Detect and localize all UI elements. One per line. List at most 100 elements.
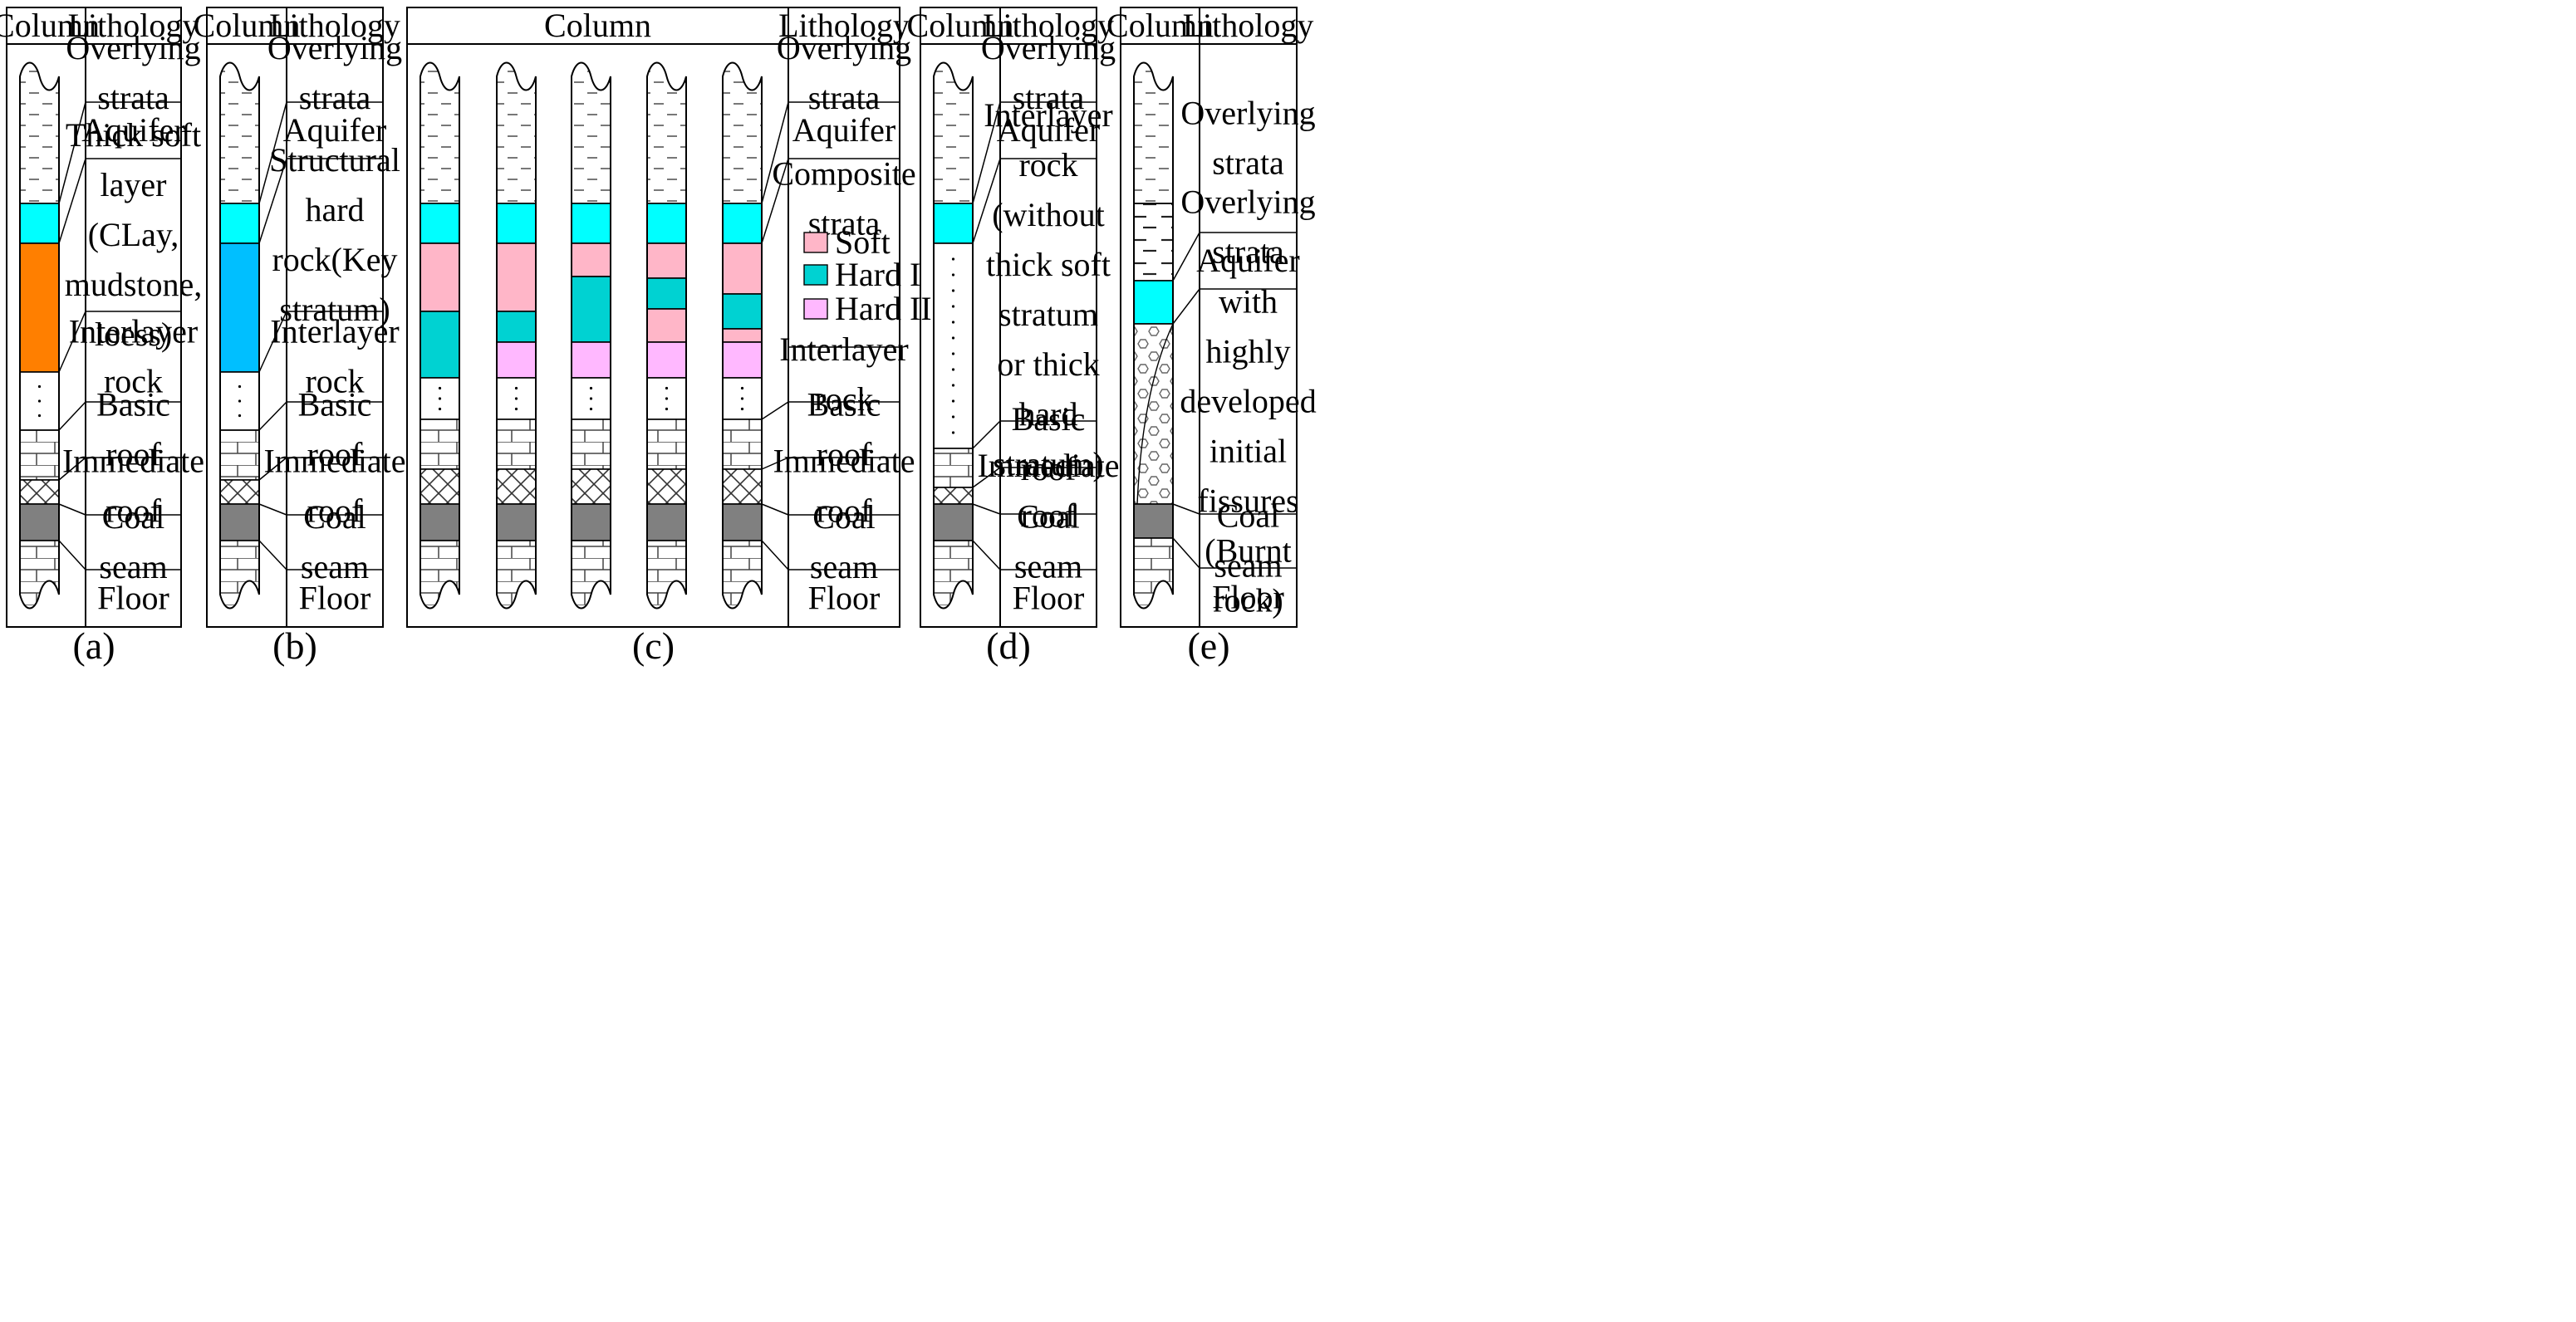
- lithology-label-line: fissures: [1197, 482, 1298, 520]
- lithology-label-line: Floor: [808, 580, 881, 617]
- lithology-label-line: Basic: [298, 386, 372, 424]
- layer-floor: [420, 540, 459, 609]
- dot-mark: [438, 386, 442, 390]
- layer-coal: [723, 503, 762, 541]
- dot-mark: [37, 399, 42, 403]
- lithology-label-line: roof: [1021, 497, 1077, 534]
- dot-mark: [951, 352, 955, 355]
- lithology-label-line: Basic: [96, 386, 170, 424]
- header-lithology: Lithology: [778, 7, 910, 44]
- panel-label: (b): [272, 624, 317, 667]
- layer-aquifer: [220, 203, 259, 244]
- lithology-label-line: Coal: [812, 498, 876, 536]
- lithology-label-line: strata: [1013, 79, 1085, 116]
- dot-mark: [438, 407, 442, 411]
- connector-line: [761, 457, 789, 470]
- connector-line: [1172, 503, 1200, 515]
- lithology-label-line: Interlayer: [69, 313, 198, 350]
- layer-floor: [647, 540, 686, 609]
- layer-floor: [934, 540, 973, 609]
- layer-burnt-rock: [1134, 323, 1173, 505]
- lithology-label: Floor: [97, 580, 169, 617]
- dot-mark: [238, 399, 242, 403]
- layer-composite-soft: [497, 242, 536, 312]
- legend-label-hard2: Hard II: [835, 290, 932, 327]
- header-lithology: Lithology: [68, 7, 199, 44]
- dot-mark: [665, 407, 669, 411]
- layer-coal: [572, 503, 611, 541]
- lithology-label: Aquifer: [81, 111, 184, 149]
- layer-coal: [1134, 503, 1173, 539]
- column-c-3: [571, 61, 611, 610]
- connector-line: [972, 420, 1001, 449]
- connector-line: [972, 101, 1001, 204]
- column-e: [1133, 61, 1174, 610]
- layer-composite-hard2: [647, 341, 686, 379]
- layer-floor: [1134, 537, 1173, 609]
- layer-interlayer: [934, 242, 973, 449]
- lithology-label: Aquifer: [283, 111, 386, 149]
- lithology-label-line: seam: [301, 548, 369, 585]
- layer-floor: [20, 540, 59, 609]
- dot-mark: [589, 397, 593, 400]
- column-outline: [496, 61, 537, 610]
- lithology-label-line: Coal: [1217, 497, 1280, 535]
- layer-aquifer: [420, 203, 459, 244]
- lithology-label-line: rock(Key: [272, 241, 397, 278]
- layer-basic-roof: [934, 448, 973, 488]
- layer-overlying: [934, 62, 973, 204]
- column-a: [19, 61, 60, 610]
- dot-mark: [665, 386, 669, 390]
- lithology-label-line: Coal: [1017, 498, 1080, 536]
- layer-immediate-roof: [647, 468, 686, 505]
- connector-line: [1172, 288, 1200, 325]
- layer-composite-hard1: [647, 277, 686, 310]
- panel-frame: [206, 7, 384, 628]
- connector-line: [58, 158, 86, 244]
- lithology-label-line: strata: [1212, 233, 1284, 271]
- lithology-label-line: Composite: [772, 155, 915, 193]
- dot-mark: [951, 431, 955, 434]
- header-lithology: Lithology: [1183, 7, 1314, 44]
- dot-mark: [951, 273, 955, 277]
- lithology-label-line: Overlying: [1180, 184, 1315, 221]
- lithology-label-line: Thick soft: [66, 116, 201, 154]
- lithology-label-line: Immediate: [62, 443, 204, 480]
- connector-line: [972, 158, 1001, 244]
- lithology-label-line: Overlying: [66, 29, 200, 66]
- lithology-label-line: roof: [105, 492, 161, 530]
- lithology-label-line: roof: [307, 492, 363, 530]
- lithology-label-line: roof: [817, 436, 872, 473]
- layer-overlying: [647, 62, 686, 204]
- lithology-label-line: roof: [817, 492, 872, 530]
- lithology-label: Floor: [299, 580, 371, 617]
- lithology-label-line: initial: [1209, 433, 1287, 470]
- column-c-5: [722, 61, 763, 610]
- layer-basic-roof: [497, 419, 536, 470]
- dot-mark: [238, 414, 242, 418]
- lithology-label-line: roof: [1021, 450, 1077, 487]
- column-b: [219, 61, 260, 610]
- connector-line: [972, 467, 1001, 488]
- layer-floor: [220, 540, 259, 609]
- layer-overlying: [723, 62, 762, 204]
- column-c-4: [646, 61, 687, 610]
- column-outline: [571, 61, 611, 610]
- column-outline: [420, 61, 460, 610]
- layer-aquifer: [723, 203, 762, 244]
- layer-immediate-roof: [723, 468, 762, 505]
- dot-mark: [438, 397, 442, 400]
- lithology-label-line: mudstone,: [65, 266, 203, 303]
- dot-mark: [951, 289, 955, 292]
- layer-immediate-roof: [20, 479, 59, 505]
